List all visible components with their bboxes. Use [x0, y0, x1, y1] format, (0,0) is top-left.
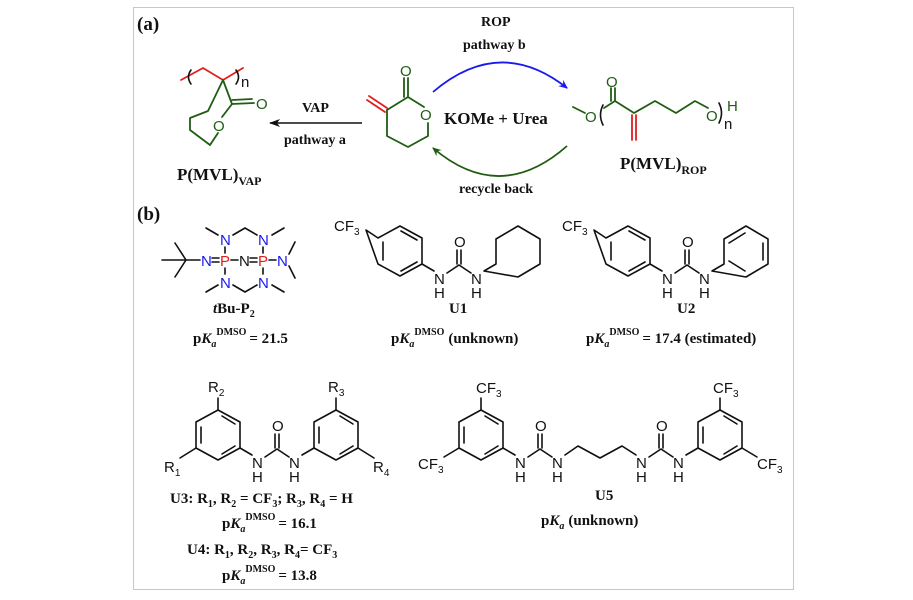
svg-text:N: N	[434, 271, 445, 288]
svg-text:CF3: CF3	[476, 380, 502, 400]
rop-arrow	[432, 61, 568, 93]
repeat-n: n	[241, 74, 249, 91]
rop-start-o: O	[585, 109, 597, 126]
rop-end-o: O	[706, 108, 718, 125]
u2-pka: pKaDMSO= 17.4 (estimated)	[586, 327, 756, 350]
svg-text:H: H	[289, 469, 300, 486]
svg-text:H: H	[673, 469, 684, 486]
u3-definition: U3: R1, R2 = CF3; R3, R4 = H	[170, 491, 353, 510]
svg-text:N: N	[277, 253, 288, 270]
vap-pathway: pathway a	[284, 133, 346, 148]
u4-pka: pKaDMSO= 13.8	[222, 564, 317, 587]
vap-ring-o: O	[213, 118, 225, 135]
vap-polymer-name: P(MVL)VAP	[177, 165, 262, 188]
svg-text:N: N	[636, 455, 647, 472]
tbu-p2-name: tBu-P2	[213, 301, 255, 320]
svg-text:H: H	[552, 469, 563, 486]
tbu-p2-structure: N P N P N N N N N	[161, 227, 296, 293]
u2-cf3: CF3	[562, 218, 588, 238]
svg-text:N: N	[515, 455, 526, 472]
svg-text:H: H	[471, 285, 482, 302]
u2-name: U2	[677, 301, 695, 317]
u4-definition: U4: R1, R2, R3, R4= CF3	[187, 542, 337, 561]
svg-text:N: N	[673, 455, 684, 472]
rop-pathway: pathway b	[463, 38, 526, 53]
svg-text:CF3: CF3	[713, 380, 739, 400]
rop-repeat-n: n	[724, 116, 732, 133]
svg-text:R3: R3	[328, 379, 345, 399]
svg-text:H: H	[515, 469, 526, 486]
svg-text:O: O	[454, 234, 466, 251]
vap-polymer-structure: n O O	[180, 66, 268, 146]
monomer-carbonyl-o: O	[400, 63, 412, 80]
svg-text:O: O	[656, 418, 668, 435]
svg-text:H: H	[699, 285, 710, 302]
svg-text:N: N	[201, 253, 212, 270]
u5-name: U5	[595, 488, 613, 504]
u3-u4-structure: R2 R1 N H O N H R3 R4	[164, 379, 390, 486]
svg-text:N: N	[239, 253, 250, 270]
svg-text:CF3: CF3	[418, 456, 444, 476]
svg-text:O: O	[535, 418, 547, 435]
svg-text:N: N	[220, 275, 231, 292]
svg-text:O: O	[272, 418, 284, 435]
svg-text:R1: R1	[164, 459, 181, 479]
u1-structure: CF3 N H O N H	[334, 218, 541, 302]
monomer-ring-o: O	[420, 107, 432, 124]
svg-text:H: H	[252, 469, 263, 486]
svg-text:R2: R2	[208, 379, 225, 399]
svg-text:N: N	[699, 271, 710, 288]
repeat-bracket-right	[235, 69, 240, 85]
svg-text:P: P	[258, 253, 268, 270]
polymer-backbone	[180, 66, 244, 82]
u1-name: U1	[449, 301, 467, 317]
tbu-p2-pka: pKaDMSO= 21.5	[193, 327, 288, 350]
monomer-mvl-structure: O O	[366, 63, 432, 148]
svg-text:N: N	[252, 455, 263, 472]
svg-text:H: H	[434, 285, 445, 302]
catalyst-label: KOMe + Urea	[444, 109, 548, 128]
u3-pka: pKaDMSO= 16.1	[222, 512, 317, 535]
svg-text:N: N	[289, 455, 300, 472]
svg-text:N: N	[552, 455, 563, 472]
rop-polymer-structure: O O O H n	[572, 74, 738, 141]
recycle-label: recycle back	[459, 182, 533, 197]
svg-text:R4: R4	[373, 459, 390, 479]
svg-text:N: N	[258, 232, 269, 249]
repeat-bracket-left	[187, 69, 192, 85]
vap-carbonyl-o: O	[256, 96, 268, 113]
svg-text:H: H	[636, 469, 647, 486]
u1-cf3: CF3	[334, 218, 360, 238]
recycle-arrow	[432, 145, 568, 177]
u5-pka: pKa(unknown)	[541, 513, 638, 532]
u1-pka: pKaDMSO(unknown)	[391, 327, 518, 350]
rop-carbonyl-o: O	[606, 74, 618, 91]
rop-title: ROP	[481, 15, 511, 30]
svg-text:P: P	[220, 253, 230, 270]
svg-text:O: O	[682, 234, 694, 251]
vap-title: VAP	[302, 101, 329, 116]
rop-polymer-name: P(MVL)ROP	[620, 154, 707, 177]
panel-b-label: (b)	[137, 204, 160, 225]
svg-text:N: N	[258, 275, 269, 292]
svg-text:CF3: CF3	[757, 456, 783, 476]
svg-text:N: N	[471, 271, 482, 288]
u5-structure: CF3 CF3 N H O N H N H O N H CF3 CF3	[418, 380, 783, 486]
svg-text:H: H	[662, 285, 673, 302]
u2-structure: CF3 N H O N H	[562, 218, 769, 302]
svg-text:N: N	[220, 232, 231, 249]
panel-a-label: (a)	[137, 14, 159, 35]
svg-text:N: N	[662, 271, 673, 288]
rop-end-h: H	[727, 98, 738, 115]
